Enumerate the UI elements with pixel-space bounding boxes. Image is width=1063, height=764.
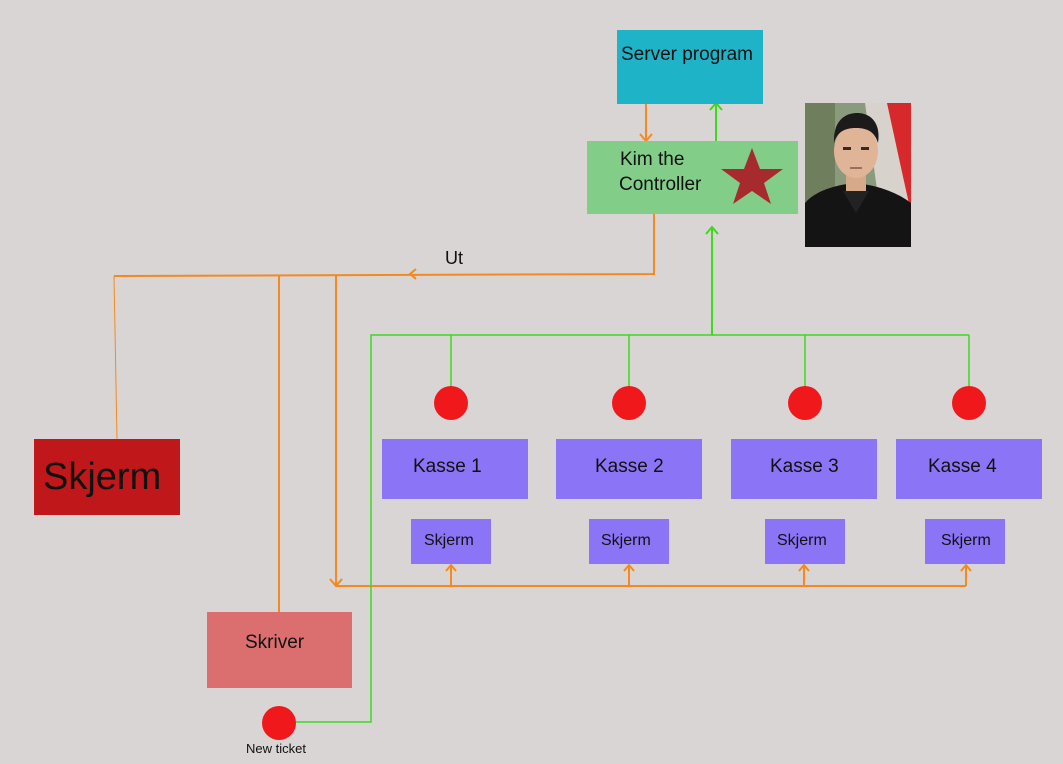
controller-label-line2: Controller: [619, 174, 702, 195]
register-3-label: Kasse 3: [770, 456, 839, 477]
register-4-screen-node[interactable]: Skjerm: [925, 519, 1005, 564]
register-3-node[interactable]: Kasse 3: [731, 439, 877, 499]
register-dot-2[interactable]: [612, 386, 646, 420]
register-1-screen-label: Skjerm: [424, 532, 474, 549]
bus-arrow-1: [445, 563, 457, 572]
new-ticket-label: New ticket: [246, 741, 306, 756]
bus-arrow-4: [960, 563, 972, 572]
register-3-screen-label: Skjerm: [777, 532, 827, 549]
register-dot-1[interactable]: [434, 386, 468, 420]
orange-connectors: [113, 104, 972, 612]
register-1-screen-node[interactable]: Skjerm: [411, 519, 491, 564]
bus-to-controller-arrow: [705, 225, 719, 235]
star-icon: [721, 148, 783, 204]
register-2-screen-label: Skjerm: [601, 532, 651, 549]
register-1-label: Kasse 1: [413, 456, 482, 477]
out-to-screen-line: [113, 275, 118, 440]
register-2-screen-node[interactable]: Skjerm: [589, 519, 669, 564]
register-4-label: Kasse 4: [928, 456, 997, 477]
portrait-photo: [805, 103, 911, 247]
register-3-screen-node[interactable]: Skjerm: [765, 519, 845, 564]
out-label: Ut: [445, 248, 463, 268]
bus-arrow-2: [623, 563, 635, 572]
server-program-label: Server program: [621, 44, 753, 65]
register-1-node[interactable]: Kasse 1: [382, 439, 528, 499]
main-screen-label: Skjerm: [43, 456, 162, 498]
out-arrow: [408, 268, 417, 280]
controller-node[interactable]: Kim the Controller: [587, 141, 798, 214]
register-4-node[interactable]: Kasse 4: [896, 439, 1042, 499]
register-4-screen-label: Skjerm: [941, 532, 991, 549]
register-2-label: Kasse 2: [595, 456, 664, 477]
register-2-node[interactable]: Kasse 2: [556, 439, 702, 499]
bus-arrow-3: [798, 563, 810, 572]
out-line: [113, 214, 655, 277]
register-dot-3[interactable]: [788, 386, 822, 420]
main-screen-node[interactable]: Skjerm: [34, 439, 180, 515]
printer-node[interactable]: Skriver: [207, 612, 352, 688]
printer-label: Skriver: [245, 632, 305, 653]
server-program-node[interactable]: Server program: [617, 30, 763, 104]
register-dot-4[interactable]: [952, 386, 986, 420]
controller-label-line1: Kim the: [620, 149, 685, 170]
green-connectors: [296, 101, 970, 723]
new-ticket-dot[interactable]: [262, 706, 296, 740]
ticket-bus-line: [296, 334, 969, 723]
